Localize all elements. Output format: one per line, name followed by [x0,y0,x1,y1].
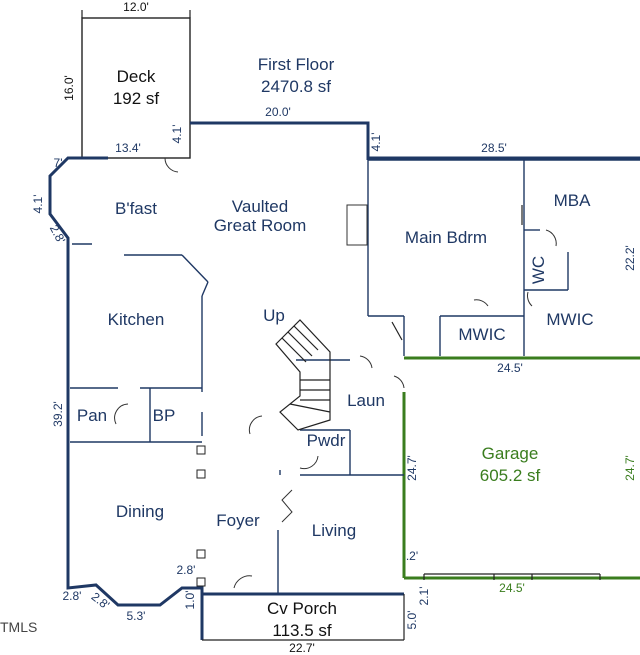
dim-garage-bottom: 24.5' [499,581,525,595]
watermark: TMLS [0,619,37,635]
dim-bottom-28b: 2.8' [89,589,113,612]
garage-area: 605.2 sf [480,466,541,485]
dim-porch-227: 22.7' [289,641,315,655]
up-label: Up [263,306,285,325]
deck-label: Deck [117,67,156,86]
dim-garage-21: 2.1' [417,587,431,606]
dim-deck-bottom: 13.4' [115,141,141,155]
dim-left-7: 7' [54,156,63,170]
dim-porch-50: 5.0' [405,611,419,630]
dining-label: Dining [116,502,164,521]
title-floor: First Floor [258,55,335,74]
dim-garage-top: 24.5' [497,361,523,375]
dim-left-392: 39.2' [51,401,65,427]
great-room-label-1: Vaulted [232,197,288,216]
dim-deck-width: 12.0' [123,0,149,14]
porch-area: 113.5 sf [272,621,332,640]
door-swings [114,157,557,589]
garage-walls [402,356,640,580]
dim-bottom-53: 5.3' [127,609,146,623]
interior-walls [70,243,404,594]
dim-left-41: 4.1' [31,195,45,214]
dim-top-20: 20.0' [265,105,291,119]
staircase [275,319,331,431]
dim-garage-left: 24.7' [405,455,419,481]
dim-main-right: 22.2' [623,245,637,271]
dim-left-28: 2.8' [47,222,68,245]
mba-label: MBA [554,191,592,210]
bp-label: BP [153,406,176,425]
columns [196,445,206,587]
dim-bottom-10: 1.0' [183,591,197,610]
laun-label: Laun [347,391,385,410]
dim-garage-small: .2' [406,549,418,563]
mwic-label-2: MWIC [546,310,593,329]
deck [81,10,191,159]
garage-label: Garage [482,444,539,463]
dim-deck-depth: 16.0' [62,75,76,101]
title-area: 2470.8 sf [261,77,331,96]
porch-label: Cv Porch [267,599,337,618]
covered-porch [202,594,405,641]
main-bedroom-walls [346,158,640,356]
great-room-label-2: Great Room [214,216,307,235]
deck-area: 192 sf [113,89,160,108]
pwdr-label: Pwdr [307,431,346,450]
wc-label: WC [529,256,548,284]
dim-top-right-4: 4.1' [369,133,383,152]
dim-bottom-28c: 2.8' [177,563,196,577]
dim-deck-side: 4.1' [170,125,184,144]
pan-label: Pan [77,406,107,425]
dim-bottom-28a: 2.8' [63,589,82,603]
dim-main-top: 28.5' [481,141,507,155]
dim-garage-right: 24.7' [623,455,637,481]
foyer-label: Foyer [216,511,260,530]
mwic-label-1: MWIC [458,325,505,344]
main-bdrm-label: Main Bdrm [405,228,487,247]
kitchen-label: Kitchen [108,310,165,329]
bfast-label: B'fast [115,199,157,218]
living-label: Living [312,521,356,540]
